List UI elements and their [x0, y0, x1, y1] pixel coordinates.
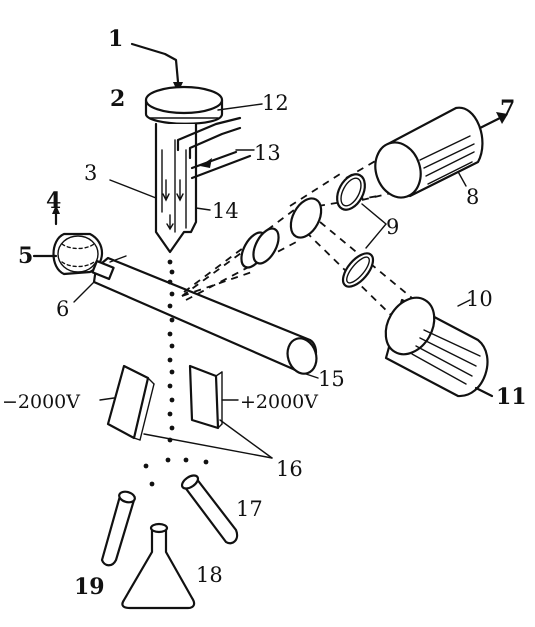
detector-8 — [374, 106, 508, 199]
lens-9-upper — [289, 173, 366, 239]
label-5: 5 — [18, 243, 33, 269]
voltage-positive-label: +2000V — [240, 391, 318, 413]
label-12: 12 — [262, 91, 289, 115]
label-19: 19 — [74, 574, 105, 600]
label-2: 2 — [110, 86, 125, 112]
label-6: 6 — [56, 297, 69, 321]
label-15: 15 — [318, 367, 345, 391]
sheath-inlet-tubes — [176, 116, 252, 180]
detector-10 — [384, 296, 494, 398]
label-8: 8 — [466, 185, 479, 209]
label-13: 13 — [254, 141, 281, 165]
lens-9-lower — [341, 252, 375, 288]
voltage-negative-label: −2000V — [2, 391, 80, 413]
label-1: 1 — [108, 26, 123, 52]
deflection-plates — [106, 364, 223, 441]
label-10: 10 — [466, 287, 493, 311]
label-11: 11 — [496, 384, 527, 410]
collection-lens-pair — [240, 227, 280, 269]
collection-flask-18 — [121, 522, 196, 610]
flow-nozzle — [154, 122, 198, 254]
label-16: 16 — [276, 457, 303, 481]
label-14: 14 — [212, 199, 239, 223]
laser-source — [32, 205, 104, 276]
sample-inlet-arrow — [130, 42, 183, 93]
reservoir-cap — [144, 85, 224, 125]
label-18: 18 — [196, 563, 223, 587]
droplet-stream — [143, 259, 209, 487]
label-7: 7 — [500, 96, 515, 122]
label-3: 3 — [84, 161, 97, 185]
collection-tube-17 — [180, 474, 239, 545]
laser-beam-tube — [91, 255, 318, 375]
label-4: 4 — [46, 188, 61, 214]
collection-tube-19 — [100, 490, 136, 567]
label-17: 17 — [236, 497, 263, 521]
label-9: 9 — [386, 215, 399, 239]
leader-lines — [73, 103, 471, 459]
